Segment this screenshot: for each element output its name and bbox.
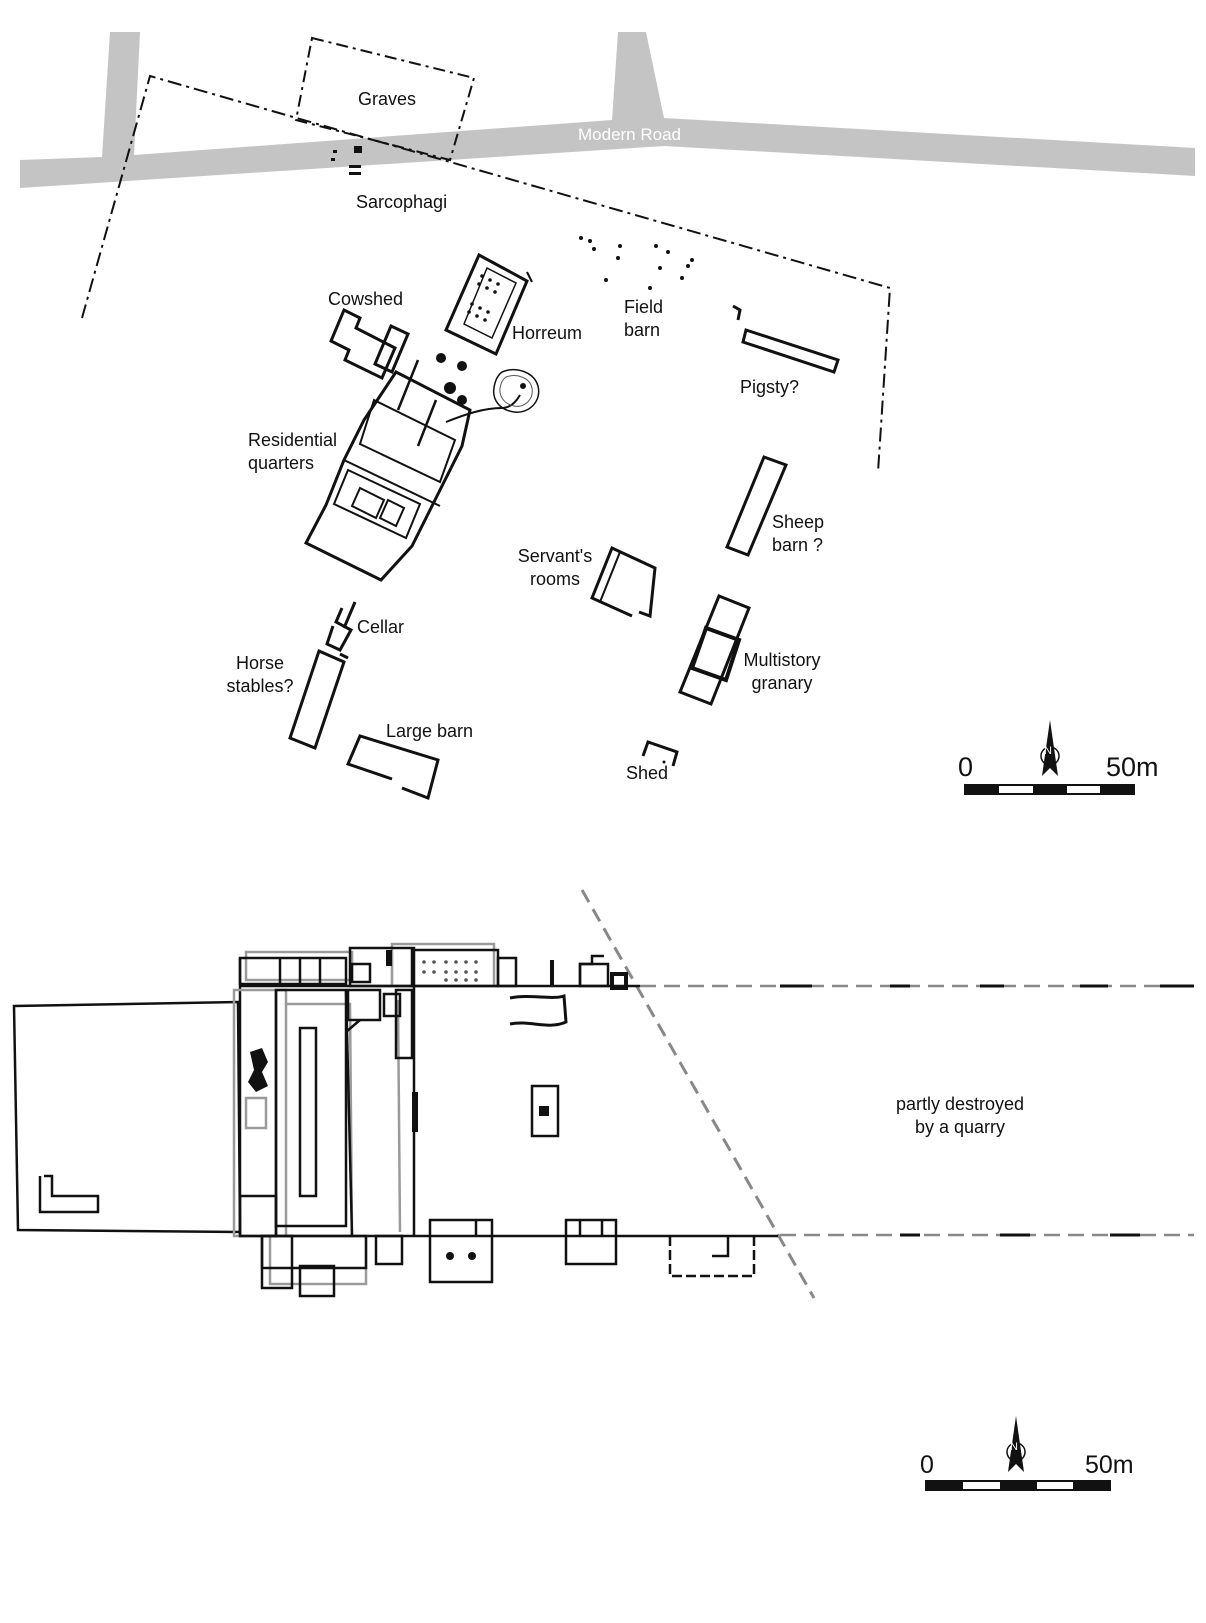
field-barn-posts <box>579 236 694 290</box>
label-sarcophagi: Sarcophagi <box>356 192 448 212</box>
sarcophagi-marks <box>331 146 362 175</box>
label-cellar: Cellar <box>357 617 405 637</box>
east-wall-block <box>412 1092 418 1132</box>
label-cowshed: Cowshed <box>328 289 404 309</box>
modern-road <box>20 32 1195 188</box>
quarry-edge-diagonal <box>580 889 816 1299</box>
large-barn-building <box>345 734 440 801</box>
label-servants-2: rooms <box>529 569 580 589</box>
site-boundary <box>81 74 892 473</box>
label-quarry-2: by a quarry <box>914 1117 1006 1137</box>
label-horse-1: Horse <box>235 653 284 673</box>
label-residential-1: Residential <box>248 430 338 450</box>
scale-bottom-zero: 0 <box>920 1451 934 1479</box>
cellar-wall <box>342 601 357 629</box>
residential-building <box>303 359 472 582</box>
cowshed-building <box>329 307 410 381</box>
label-modern-road: Modern Road <box>578 125 682 144</box>
dashed-structure-inner <box>712 1236 730 1258</box>
label-quarry-1: partly destroyed <box>895 1094 1025 1114</box>
north-letter-top: N <box>1044 745 1052 757</box>
label-shed: Shed <box>626 763 669 783</box>
label-large-barn: Large barn <box>386 721 474 741</box>
west-enclosure <box>12 1000 242 1234</box>
north-arrow-bottom <box>1006 1416 1026 1472</box>
pond-well <box>520 383 526 389</box>
label-sheep-barn-1: Sheep <box>772 512 825 532</box>
graves-enclosure <box>294 36 476 162</box>
sheep-barn-building <box>725 455 788 557</box>
label-granary-1: Multistory <box>743 650 821 670</box>
label-field-barn-2: barn <box>624 320 661 340</box>
pond-inner <box>499 375 533 407</box>
dashed-structure <box>668 1236 756 1278</box>
label-field-barn-1: Field <box>624 297 664 317</box>
north-arrow-top <box>1040 720 1060 776</box>
label-servants-1: Servant's <box>517 546 593 566</box>
channel-feature <box>509 993 568 1027</box>
west-enclosure-feature <box>38 1174 100 1214</box>
shed-building <box>641 740 679 767</box>
label-sheep-barn-2: barn ? <box>772 535 824 555</box>
horreum-piers <box>467 274 500 322</box>
label-granary-2: granary <box>751 673 813 693</box>
scale-bar-bottom <box>925 1480 1111 1491</box>
pond <box>492 368 540 413</box>
horreum-grid <box>422 960 478 982</box>
quarry-dark-dashes <box>780 984 1194 1237</box>
scale-bar-top <box>964 784 1135 795</box>
bottom-plan <box>12 889 1194 1491</box>
granary-building <box>678 594 751 706</box>
label-residential-2: quarters <box>248 453 315 473</box>
main-building <box>238 946 628 1298</box>
courtyard-marks <box>386 950 554 1260</box>
western-irregular-feature <box>248 1048 268 1092</box>
north-letter-bottom: N <box>1010 1441 1018 1453</box>
label-pigsty: Pigsty? <box>740 377 800 397</box>
label-horse-2: stables? <box>226 676 294 696</box>
scale-bottom-max: 50m <box>1085 1451 1134 1479</box>
main-enclosure <box>238 958 778 1238</box>
label-horreum: Horreum <box>512 323 583 343</box>
horse-stables-wall <box>339 652 349 660</box>
earlier-phase-walls <box>232 942 496 1286</box>
residential-features <box>436 353 467 405</box>
top-plan <box>20 32 1195 801</box>
pigsty-building <box>732 304 840 374</box>
scale-top-zero: 0 <box>958 752 974 782</box>
cellar-building <box>325 607 354 652</box>
horse-stables-building <box>288 648 346 750</box>
scale-top-max: 50m <box>1106 752 1159 782</box>
servants-building <box>590 545 657 619</box>
label-graves: Graves <box>358 89 417 109</box>
